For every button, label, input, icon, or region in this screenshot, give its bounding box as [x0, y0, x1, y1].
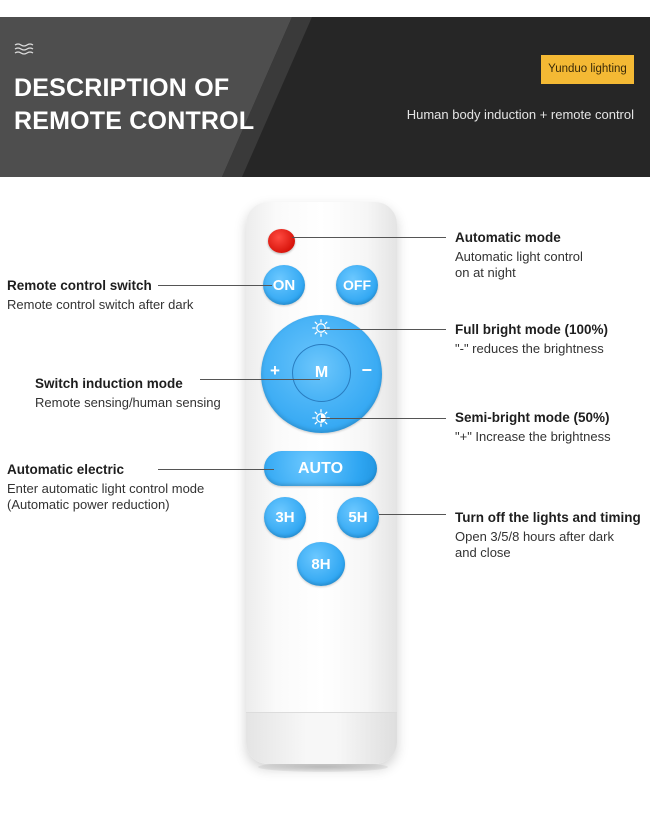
- header-banner: DESCRIPTION OF REMOTE CONTROL Yunduo lig…: [0, 17, 650, 177]
- callout-desc-line: on at night: [455, 265, 516, 280]
- callout-description: Automatic light control on at night: [455, 249, 583, 281]
- callout-description: "+" Increase the brightness: [455, 429, 611, 444]
- callout-line-automatic-mode: [292, 237, 446, 238]
- callout-semi-bright: Semi-bright mode (50%) "+" Increase the …: [455, 410, 611, 445]
- callout-description: "-" reduces the brightness: [455, 341, 604, 356]
- auto-button[interactable]: AUTO: [264, 451, 377, 486]
- callout-line-automatic-electric: [158, 469, 274, 470]
- callout-full-bright: Full bright mode (100%) "-" reduces the …: [455, 322, 608, 357]
- callout-line-semi-bright: [320, 418, 446, 419]
- callout-description: Enter automatic light control mode (Auto…: [7, 481, 204, 513]
- remote-shadow: [258, 762, 388, 772]
- timer-3h-button[interactable]: 3H: [264, 497, 306, 538]
- callout-desc-line: Enter automatic light control mode: [7, 481, 205, 496]
- callout-timing: Turn off the lights and timing Open 3/5/…: [455, 510, 641, 561]
- page-title: DESCRIPTION OF REMOTE CONTROL: [14, 72, 254, 138]
- timer-8h-button[interactable]: 8H: [297, 542, 345, 586]
- page-title-line1: DESCRIPTION OF: [14, 74, 230, 102]
- callout-title: Switch induction mode: [35, 376, 183, 391]
- header-subtitle: Human body induction + remote control: [406, 107, 634, 122]
- callout-title: Full bright mode (100%): [455, 322, 609, 337]
- plus-button[interactable]: +: [270, 361, 280, 380]
- callout-title: Automatic mode: [455, 230, 561, 245]
- callout-title: Automatic electric: [7, 462, 125, 477]
- brightness-dpad[interactable]: + M −: [261, 315, 382, 433]
- callout-desc-line: (Automatic power reduction): [7, 497, 170, 512]
- callout-desc-line: and close: [455, 545, 511, 560]
- callout-desc-line: Automatic light control: [455, 249, 583, 264]
- callout-line-full-bright: [320, 329, 446, 330]
- callout-line-remote-switch: [158, 285, 272, 286]
- remote-base: [246, 712, 397, 764]
- callout-automatic-mode: Automatic mode Automatic light control o…: [455, 230, 583, 281]
- off-button[interactable]: OFF: [336, 265, 378, 305]
- callout-switch-induction: Switch induction mode Remote sensing/hum…: [35, 376, 221, 411]
- callout-description: Remote control switch after dark: [7, 297, 194, 312]
- automatic-mode-indicator-button[interactable]: [268, 229, 295, 253]
- callout-remote-switch: Remote control switch Remote control swi…: [7, 278, 193, 313]
- timer-5h-button[interactable]: 5H: [337, 497, 379, 538]
- waves-icon: [14, 43, 34, 55]
- brand-badge: Yunduo lighting: [541, 55, 634, 84]
- callout-line-switch-induction: [200, 379, 320, 380]
- callout-description: Open 3/5/8 hours after dark and close: [455, 529, 641, 561]
- callout-automatic-electric: Automatic electric Enter automatic light…: [7, 462, 204, 513]
- mode-button[interactable]: M: [292, 344, 351, 402]
- callout-desc-line: Open 3/5/8 hours after dark: [455, 529, 614, 544]
- callout-title: Semi-bright mode (50%): [455, 410, 610, 425]
- callout-title: Turn off the lights and timing: [455, 510, 641, 525]
- minus-button[interactable]: −: [361, 360, 372, 380]
- callout-title: Remote control switch: [7, 278, 152, 293]
- callout-line-timing: [379, 514, 446, 515]
- page-title-line2: REMOTE CONTROL: [14, 107, 255, 135]
- sun-icon[interactable]: [312, 319, 330, 337]
- callout-description: Remote sensing/human sensing: [35, 395, 221, 410]
